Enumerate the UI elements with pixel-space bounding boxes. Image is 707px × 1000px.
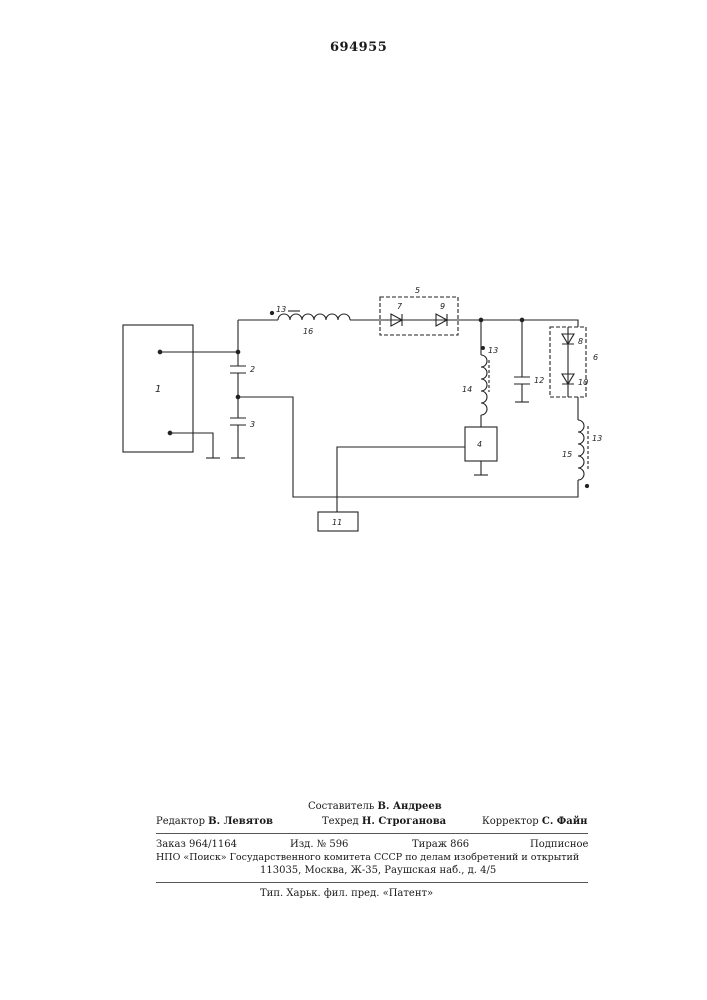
address-line: 113035, Москва, Ж-35, Раушская наб., д. … <box>260 864 496 877</box>
label-coil-15: 15 <box>562 450 572 459</box>
label-block-6: 6 <box>593 353 598 362</box>
label-cap-2: 2 <box>250 365 255 374</box>
label-coil-14: 14 <box>462 385 472 394</box>
label-block-5: 5 <box>415 286 420 295</box>
label-block-11: 11 <box>332 518 342 527</box>
circuit-diagram: 1 2 3 13 16 5 7 9 13 14 4 12 6 <box>0 0 707 560</box>
techred-prefix: Техред <box>322 816 359 827</box>
dot-coil-16 <box>270 311 273 314</box>
corrector-prefix: Корректор <box>482 816 539 827</box>
organization-line: НПО «Поиск» Государственного комитета СС… <box>156 851 579 864</box>
editor-prefix: Редактор <box>156 816 205 827</box>
editor-name: В. Левятов <box>208 816 273 827</box>
label-coil-16: 16 <box>303 327 313 336</box>
printer-line: Тип. Харьк. фил. пред. «Патент» <box>260 887 433 900</box>
label-diode-7: 7 <box>397 302 403 311</box>
label-cap-3: 3 <box>250 420 255 429</box>
subscription: Подписное <box>530 838 588 851</box>
capacitor-12 <box>514 377 530 384</box>
label-diode-10: 10 <box>578 378 588 387</box>
wire-1-bottom <box>170 433 213 458</box>
capacitor-3 <box>230 418 246 425</box>
divider-1 <box>156 833 588 834</box>
wire-block11 <box>337 447 465 512</box>
label-block-1: 1 <box>155 384 161 395</box>
coil-16 <box>278 314 350 320</box>
label-block-4: 4 <box>477 440 482 449</box>
label-diode-8: 8 <box>578 337 583 346</box>
dot-coil-14 <box>482 347 485 350</box>
techred-line: Техред Н. Строганова <box>322 815 446 828</box>
wire-top-right <box>458 320 578 327</box>
coil-14 <box>481 355 487 415</box>
order-number: Заказ 964/1164 <box>156 838 237 851</box>
label-13-top: 13 <box>276 305 286 314</box>
corrector-name: С. Файн <box>542 816 588 827</box>
label-13-mid: 13 <box>488 346 498 355</box>
compiler-prefix: Составитель <box>308 801 374 812</box>
node-left-top <box>236 350 240 354</box>
label-cap-12: 12 <box>534 376 544 385</box>
block-5 <box>380 297 458 335</box>
label-13-right: 13 <box>592 434 602 443</box>
compiler-line: Составитель В. Андреев <box>308 800 442 813</box>
issue-number: Изд. № 596 <box>290 838 348 851</box>
techred-name: Н. Строганова <box>362 816 446 827</box>
divider-2 <box>156 882 588 883</box>
compiler-name: В. Андреев <box>378 801 442 812</box>
editor-line: Редактор В. Левятов <box>156 815 273 828</box>
capacitor-2 <box>230 366 246 373</box>
circulation: Тираж 866 <box>412 838 469 851</box>
dot-coil-15 <box>585 484 588 487</box>
label-diode-9: 9 <box>440 302 445 311</box>
corrector-line: Корректор С. Файн <box>482 815 588 828</box>
coil-15 <box>578 420 584 480</box>
